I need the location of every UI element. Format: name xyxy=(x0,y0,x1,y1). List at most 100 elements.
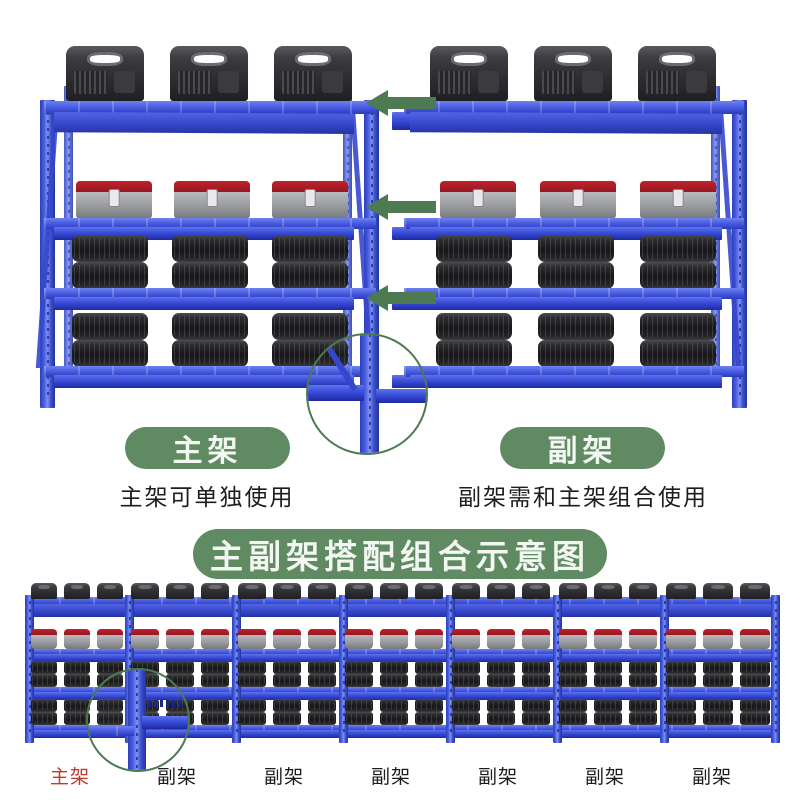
toolbox xyxy=(666,629,696,649)
case-handle-icon xyxy=(245,584,259,589)
bay-label-3: 副架 xyxy=(370,767,411,788)
tool-case xyxy=(273,583,301,599)
bay-label-4: 副架 xyxy=(477,767,518,788)
toolbox xyxy=(703,629,733,649)
tire xyxy=(436,340,512,367)
bay-label-6: 副架 xyxy=(691,767,732,788)
toolbox-lid xyxy=(345,629,373,636)
toolbox-lid xyxy=(97,629,123,636)
run-deck-4 xyxy=(25,725,780,731)
tool-case xyxy=(380,583,408,599)
sub-rack-beam-1 xyxy=(410,112,722,134)
tire xyxy=(559,699,587,712)
toolbox-body xyxy=(487,635,515,649)
toolbox-body xyxy=(308,635,336,649)
toolbox-lid xyxy=(166,629,194,636)
tool-case xyxy=(740,583,770,599)
toolbox-body xyxy=(666,635,696,649)
tool-case xyxy=(31,583,57,599)
tire xyxy=(380,699,408,712)
tool-case xyxy=(594,583,622,599)
toolbox-lid xyxy=(594,629,622,636)
tire xyxy=(172,340,248,367)
case-handle-icon xyxy=(451,51,487,66)
tool-case xyxy=(430,46,508,101)
tire xyxy=(452,661,480,674)
case-vent-icon xyxy=(177,71,211,95)
bay-label-5: 副架 xyxy=(584,767,625,788)
tire xyxy=(201,699,229,712)
tire xyxy=(629,661,657,674)
sub-rack-caption: 副架需和主架组合使用 xyxy=(458,484,708,510)
case-handle-icon xyxy=(71,584,83,589)
tire xyxy=(538,235,614,262)
tire xyxy=(487,674,515,687)
toolbox xyxy=(238,629,266,649)
tire xyxy=(166,661,194,674)
case-dial-icon xyxy=(686,71,707,94)
toolbox-lid xyxy=(201,629,229,636)
toolbox xyxy=(272,181,348,219)
tire xyxy=(436,235,512,262)
tire xyxy=(415,674,443,687)
toolbox-lid xyxy=(452,629,480,636)
toolbox-latch-icon xyxy=(472,189,484,207)
tire xyxy=(172,313,248,340)
toolbox xyxy=(594,629,622,649)
tire xyxy=(629,712,657,725)
toolbox-lid xyxy=(440,181,516,194)
sub-rack-connector-tab-2 xyxy=(392,227,412,240)
tire xyxy=(640,313,716,340)
toolbox-body xyxy=(380,635,408,649)
detail-run-upright xyxy=(128,670,146,770)
tire xyxy=(522,674,550,687)
tire xyxy=(273,712,301,725)
tire xyxy=(308,699,336,712)
case-handle-icon xyxy=(555,51,591,66)
tire xyxy=(640,340,716,367)
toolbox xyxy=(415,629,443,649)
tire xyxy=(31,712,57,725)
toolbox xyxy=(380,629,408,649)
tire xyxy=(272,313,348,340)
toolbox-lid xyxy=(522,629,550,636)
sub-rack-deck-3 xyxy=(404,288,744,299)
tool-case xyxy=(131,583,159,599)
case-dial-icon xyxy=(582,71,603,94)
tire xyxy=(238,699,266,712)
run-goods-level-2 xyxy=(25,629,780,651)
toolbox xyxy=(97,629,123,649)
tire xyxy=(72,235,148,262)
run-post-0 xyxy=(25,595,34,743)
tire xyxy=(64,661,90,674)
tire xyxy=(72,313,148,340)
tire xyxy=(594,661,622,674)
case-vent-icon xyxy=(437,71,471,95)
main-rack xyxy=(35,38,388,408)
case-handle-icon xyxy=(459,584,473,589)
run-post-7 xyxy=(771,595,780,743)
toolbox-latch-icon xyxy=(572,189,584,207)
tire xyxy=(273,674,301,687)
tool-case xyxy=(629,583,657,599)
case-vent-icon xyxy=(281,71,315,95)
main-rack-label-pill: 主架 xyxy=(125,427,290,469)
toolbox-body xyxy=(559,635,587,649)
tire xyxy=(238,661,266,674)
tire xyxy=(201,661,229,674)
toolbox-body xyxy=(452,635,480,649)
tire xyxy=(64,674,90,687)
toolbox xyxy=(174,181,250,219)
tire xyxy=(308,712,336,725)
sub-rack-beam-3 xyxy=(410,297,722,310)
case-dial-icon xyxy=(218,71,239,94)
detail-upright xyxy=(360,335,379,453)
toolbox-body xyxy=(415,635,443,649)
run-post-5 xyxy=(553,595,562,743)
tire xyxy=(640,262,716,289)
toolbox-lid xyxy=(272,181,348,194)
tire xyxy=(740,674,770,687)
toolbox-body xyxy=(166,635,194,649)
tire xyxy=(172,262,248,289)
tire xyxy=(594,674,622,687)
